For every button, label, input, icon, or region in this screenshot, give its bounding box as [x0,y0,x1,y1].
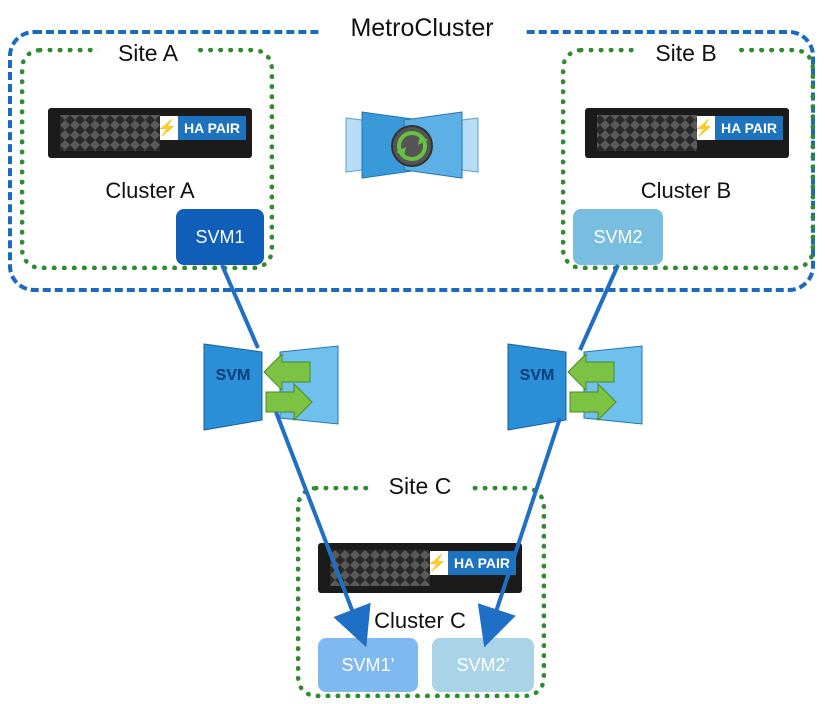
cluster-b-label: Cluster B [640,178,732,203]
svm2-box: SVM2 [573,209,663,265]
svm1-to-icon-line [220,264,260,349]
site-b-title: Site B [636,35,736,71]
ha-pair-label: HA PAIR [721,120,777,136]
cluster-a-label: Cluster A [105,178,195,203]
ha-pair-badge: ⚡ HA PAIR [693,116,783,140]
svm-icon-left-label: SVM [216,367,251,384]
svm1-box: SVM1 [176,209,264,265]
ha-pair-label: HA PAIR [184,120,240,136]
site-c-title: Site C [370,468,470,504]
metrocluster-title: MetroCluster [320,6,524,50]
svm1-replication-arrow [274,411,371,648]
svm-dr-icon-right: SVM [507,343,643,431]
cluster-c-label: Cluster C [374,608,466,633]
svm-dr-icon-left: SVM [203,343,339,431]
lightning-icon: ⚡ [156,116,178,140]
grille-c [330,550,430,586]
lightning-icon: ⚡ [693,116,715,140]
grille-b [597,115,697,151]
svm2-replication-arrow [477,417,562,648]
ha-pair-label: HA PAIR [454,555,510,571]
svm-icon-right-label: SVM [520,367,555,384]
svm2-to-icon-line [578,264,620,351]
sync-icon [345,111,479,179]
site-a-title: Site A [98,35,198,71]
lightning-icon: ⚡ [426,551,448,575]
grille-a [60,115,160,151]
ha-pair-badge: ⚡ HA PAIR [426,551,516,575]
ha-pair-badge: ⚡ HA PAIR [156,116,246,140]
